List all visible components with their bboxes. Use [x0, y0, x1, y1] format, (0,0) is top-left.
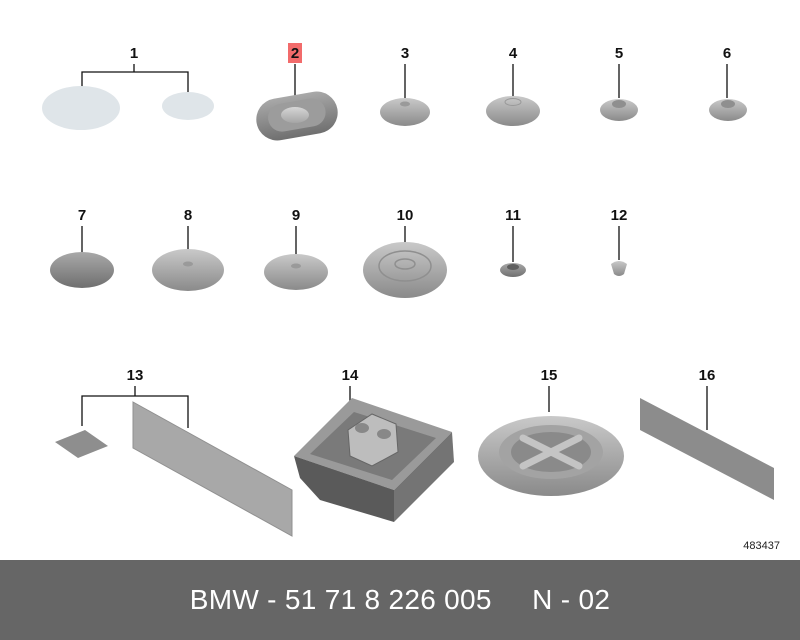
footer-bar: BMW - 51 71 8 226 005 N - 02 — [0, 560, 800, 640]
callout-9: 9 — [292, 207, 300, 224]
part-3-plug-center — [400, 101, 410, 107]
part-9: 9 — [264, 207, 328, 290]
part-3-plug — [380, 98, 430, 126]
part-5-plug — [600, 99, 638, 121]
part-number-label: BMW - 51 71 8 226 005 N - 02 — [189, 584, 611, 615]
callout-3: 3 — [401, 45, 409, 62]
part-1: 1 — [42, 45, 214, 130]
part-15-cover-cross-rib — [519, 434, 583, 470]
part-13-large-pad — [132, 401, 293, 537]
part-7: 7 — [50, 207, 114, 288]
part-4-plug-ring — [504, 98, 522, 106]
part-5: 5 — [600, 45, 638, 121]
part-8-plug-center — [183, 261, 193, 267]
callout-6: 6 — [723, 45, 731, 62]
callout-2-highlight — [288, 43, 302, 63]
callout-8: 8 — [184, 207, 192, 224]
part-10-plug — [363, 242, 447, 298]
leader-line-1 — [81, 64, 189, 94]
callout-1: 1 — [130, 45, 138, 62]
callout-12: 12 — [611, 207, 628, 224]
diagram-reference-code: 483437 — [743, 540, 780, 552]
callout-4: 4 — [509, 45, 518, 62]
part-1-large-pad — [42, 86, 120, 130]
part-10: 10 — [363, 207, 447, 298]
part-12-clip — [611, 261, 627, 276]
part-14-bolt-right — [377, 429, 391, 439]
part-14-base-front — [294, 456, 394, 522]
part-9-plug — [264, 254, 328, 290]
part-6-plug — [709, 99, 747, 121]
part-10-plug-inner-ring — [394, 258, 416, 270]
part-4: 4 — [486, 45, 540, 126]
part-8-plug — [152, 249, 224, 291]
part-7-plug — [50, 252, 114, 288]
part-9-plug-center — [291, 263, 301, 269]
part-13-small-pad — [55, 430, 108, 458]
part-11-grommet-hole — [507, 264, 519, 270]
callout-5: 5 — [615, 45, 623, 62]
part-16-strip — [640, 398, 774, 500]
leader-line-13 — [81, 386, 189, 428]
part-14-base-side — [394, 432, 454, 522]
part-16: 16 — [640, 367, 774, 500]
callout-16: 16 — [699, 367, 716, 384]
part-11: 11 — [500, 207, 526, 277]
part-14-bolt-left — [355, 423, 369, 433]
part-14: 14 — [294, 367, 454, 522]
callout-10: 10 — [397, 207, 414, 224]
parts-diagram: 1 2 3 4 5 6 7 — [42, 43, 774, 537]
part-12: 12 — [611, 207, 628, 276]
part-8: 8 — [152, 207, 224, 291]
callout-13: 13 — [127, 367, 144, 384]
part-1-small-pad — [162, 92, 214, 120]
part-3: 3 — [380, 45, 430, 126]
part-10-plug-outer-ring — [378, 250, 432, 282]
part-5-plug-hole — [612, 100, 626, 108]
part-2-grommet-boss — [281, 107, 309, 123]
callout-15: 15 — [541, 367, 558, 384]
callout-7: 7 — [78, 207, 86, 224]
callout-11: 11 — [505, 207, 521, 224]
part-4-plug — [486, 96, 540, 126]
part-2: 2 — [256, 43, 338, 141]
part-13: 13 — [55, 367, 293, 537]
callout-2: 2 — [291, 45, 299, 62]
part-15: 15 — [478, 367, 624, 496]
callout-14: 14 — [342, 367, 359, 384]
part-6-plug-hole — [721, 100, 735, 108]
part-6: 6 — [709, 45, 747, 121]
